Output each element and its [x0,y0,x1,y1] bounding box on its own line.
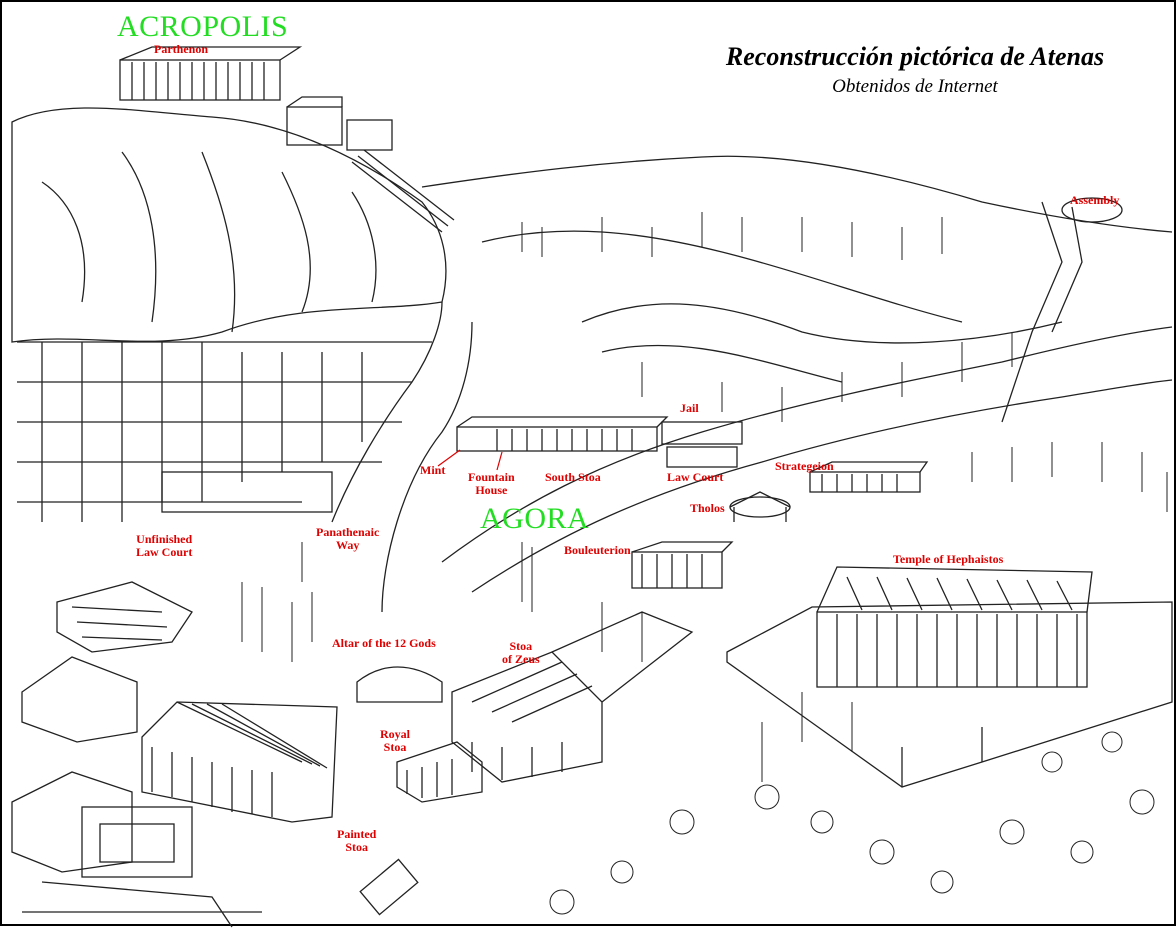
acropolis-hill [11,107,447,343]
unfinished-law-court-ruins [56,581,193,653]
region-label-acropolis: ACROPOLIS [117,10,289,43]
label-south-stoa: South Stoa [545,470,601,484]
label-law-court: Law Court [667,470,724,484]
hills-background [421,155,1173,233]
city-houses [17,341,432,522]
label-parthenon: Parthenon [154,42,208,56]
tholos-building [729,491,791,522]
strategeion-building [809,461,929,493]
pnyx-assembly [1061,197,1123,223]
propylaea-building [286,96,393,151]
painted-stoa-building [141,701,338,823]
map-subtitle: Obtenidos de Internet [832,76,998,97]
trees [241,212,1168,915]
label-mint: Mint [420,463,446,477]
label-royal-stoa: Royal Stoa [380,727,410,754]
label-fountain-house: Fountain House [468,470,515,497]
label-unfinished-law-court: Unfinished Law Court [136,532,193,559]
label-bouleuterion: Bouleuterion [564,543,631,557]
lower-left-buildings [11,656,262,928]
label-assembly: Assembly [1070,193,1120,207]
label-tholos: Tholos [690,501,725,515]
label-stoa-zeus: Stoa of Zeus [502,639,540,666]
label-painted-stoa: Painted Stoa [337,827,377,854]
label-panathenaic-way: Panathenaic Way [316,525,380,552]
hephaistos-platform [726,601,1173,788]
law-court-building [666,446,738,468]
royal-stoa-building [396,741,483,803]
altar-12-gods [356,666,443,703]
parthenon-building [119,46,303,101]
label-strategeion: Strategeion [775,459,834,473]
acropolis-stairway [351,149,455,233]
label-jail: Jail [680,401,699,415]
map-title: Reconstrucción pictórica de Atenas [725,42,1105,71]
bouleuterion-building [631,541,734,589]
label-temple-hephaistos: Temple of Hephaistos [893,552,1004,566]
stoa-of-zeus-building [451,611,694,783]
label-altar-12-gods: Altar of the 12 Gods [332,636,436,650]
panathenaic-way-road [331,301,473,613]
temple-hephaistos-building [816,566,1093,688]
small-building-bottom [359,858,419,916]
jail-building [661,421,743,445]
region-label-agora: AGORA [480,502,590,535]
